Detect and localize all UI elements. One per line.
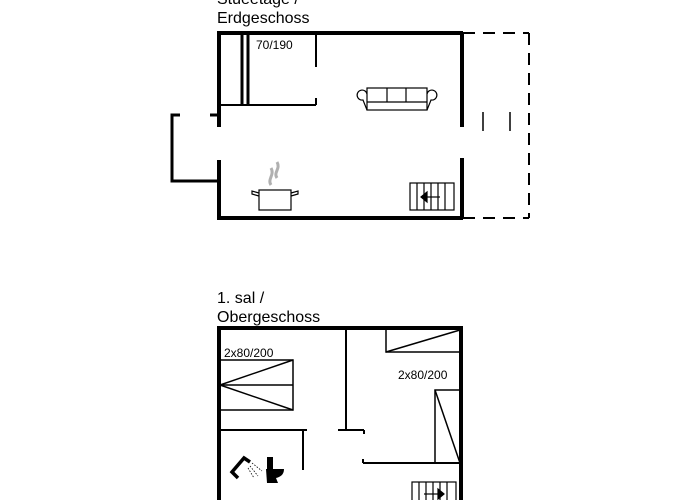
- entrance-porch: [170, 113, 219, 183]
- ground-floor-title-1: Stueetage /: [217, 0, 299, 8]
- terrace-dashed: [463, 32, 530, 219]
- ground-floor-title-2: Erdgeschoss: [217, 10, 310, 27]
- upper-floor-title-1: 1. sal /: [217, 290, 265, 307]
- bed-label-right: 2x80/200: [398, 368, 448, 382]
- bed-left: [219, 359, 294, 411]
- upper-floor-title-2: Obergeschoss: [217, 309, 320, 326]
- upper-floor: 1. sal / Obergeschoss 2x80/200 2x80/200: [217, 290, 463, 500]
- cooking-pot-icon: [251, 161, 299, 211]
- bed-right: [434, 389, 461, 464]
- ground-floor: Stueetage / Erdgeschoss 70/190: [170, 0, 530, 220]
- bed-alcove: [219, 33, 317, 106]
- stairs-icon: [409, 182, 455, 211]
- bed-top-right: [385, 328, 461, 353]
- bed-label: 70/190: [256, 38, 293, 52]
- stairs-icon: [411, 481, 457, 500]
- outer-walls: [217, 31, 464, 220]
- outer-walls: [217, 326, 463, 500]
- shower-icon: [229, 455, 263, 480]
- partitions: [219, 328, 460, 470]
- toilet-icon: [266, 457, 284, 483]
- bed-label-left: 2x80/200: [224, 346, 274, 360]
- sofa-icon: [356, 87, 438, 111]
